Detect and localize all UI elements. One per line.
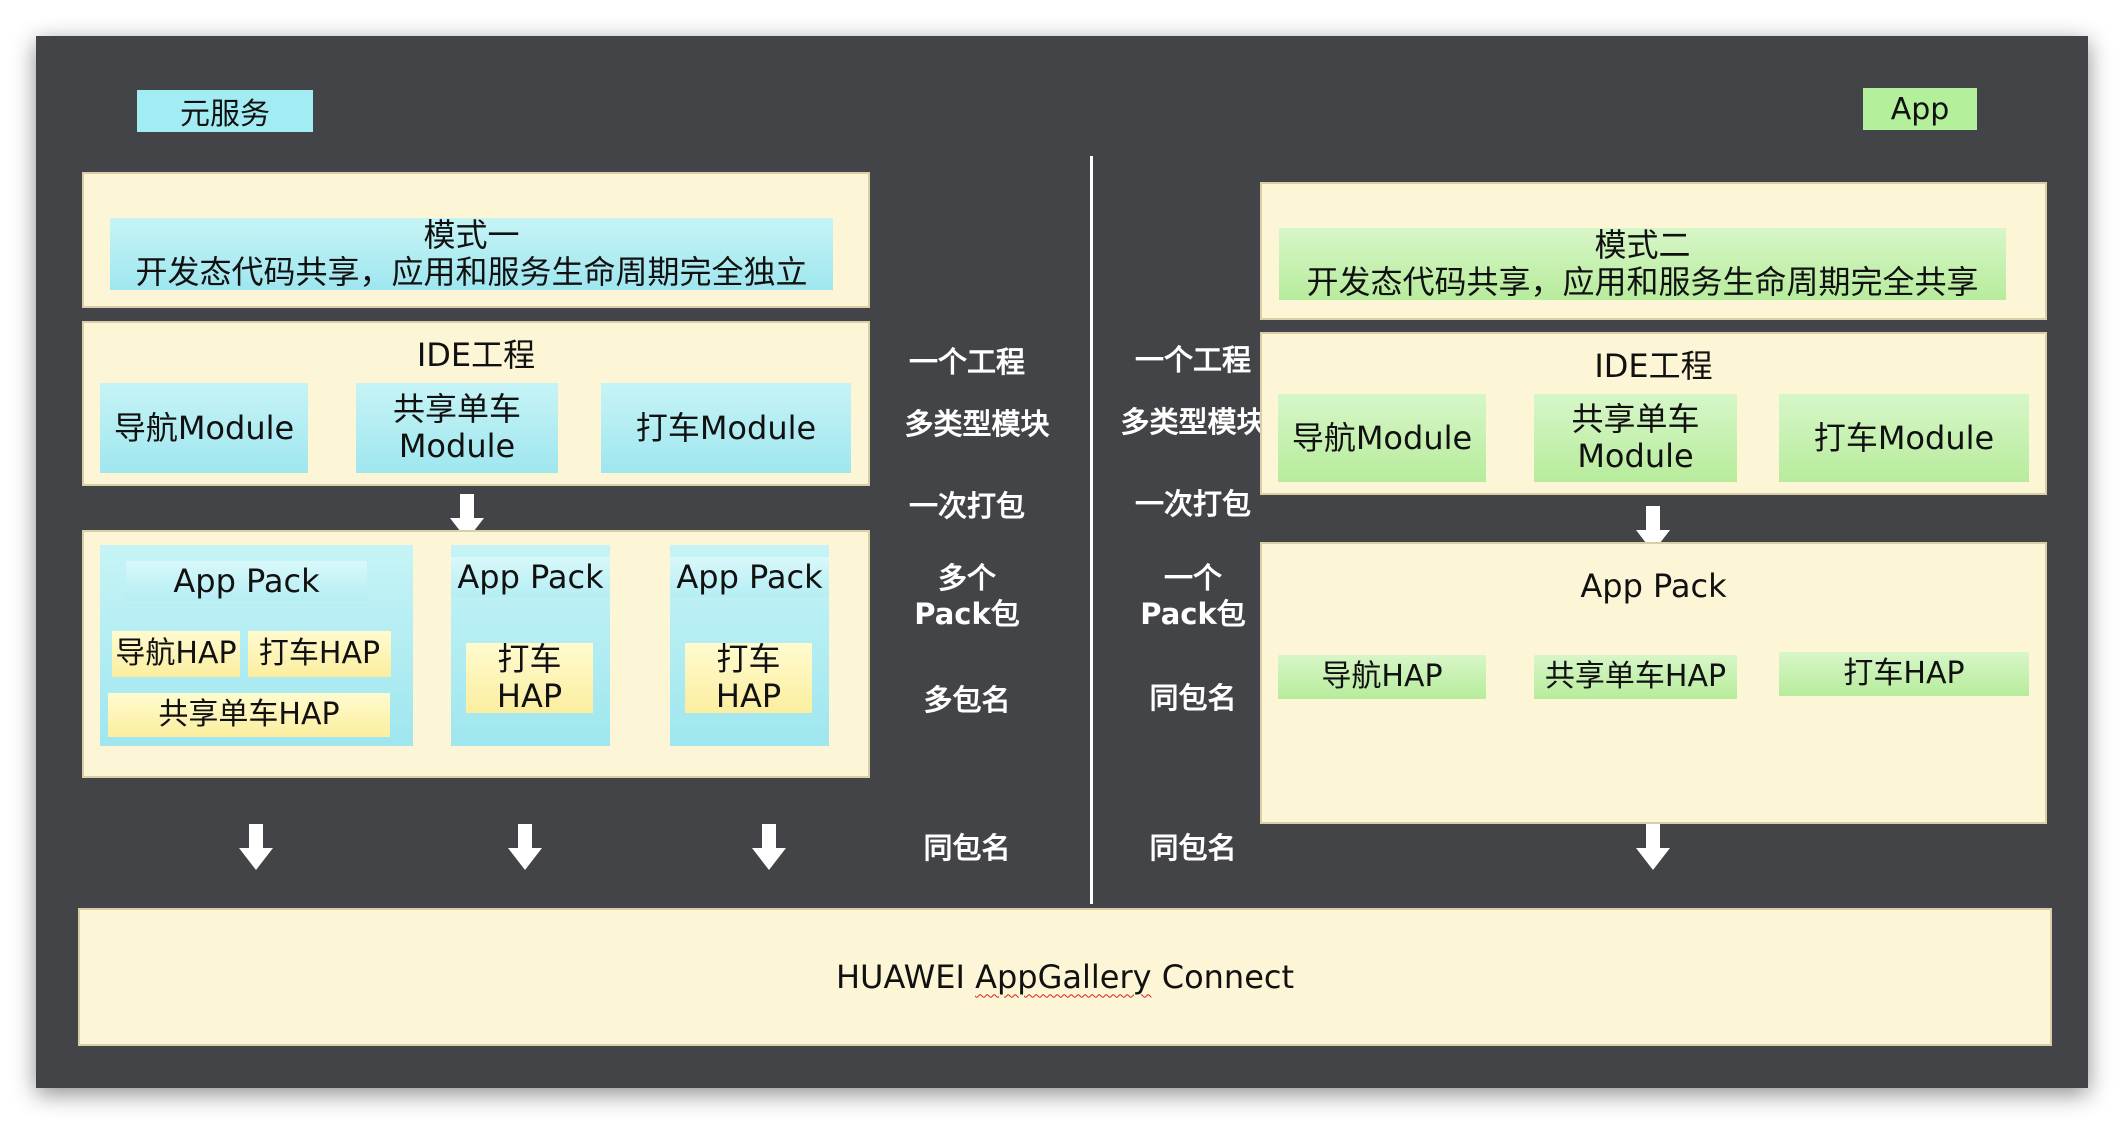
left-label-build: 一次打包 [908,489,1025,523]
right-module-taxi-label: 打车Module [1813,418,1995,457]
appgallery-connect-panel: HUAWEI AppGallery Connect [78,908,2052,1046]
left-pack-2-hap-label-2: HAP [496,677,563,715]
right-mode-banner: 模式二 开发态代码共享，应用和服务生命周期完全共享 [1279,226,2006,301]
left-module-share: 共享单车 Module [356,383,558,473]
right-module-share-label-2: Module [1577,437,1694,475]
left-label-bundle: 多包名 [923,683,1011,717]
left-pack-2: App Pack 打车 HAP [451,545,610,746]
left-label-same-bundle: 同包名 [923,831,1011,865]
right-pack-title: App Pack [1262,566,2045,606]
right-module-nav: 导航Module [1278,394,1486,482]
right-module-share: 共享单车 Module [1534,394,1737,482]
right-pack-share-hap: 共享单车HAP [1534,655,1737,699]
left-pack-1-taxi-hap: 打车HAP [248,631,391,677]
right-label-build: 一次打包 [1134,487,1251,521]
right-label-pack-line-1: 一个 [1163,561,1222,595]
left-section-tag: 元服务 [137,90,313,132]
left-pack-1-title: App Pack [126,561,367,601]
left-pack-1-nav-hap: 导航HAP [112,631,240,677]
right-pack-taxi-hap-label: 打车HAP [1843,656,1965,691]
right-mode-description: 开发态代码共享，应用和服务生命周期完全共享 [1306,263,1979,301]
right-module-taxi: 打车Module [1779,394,2029,482]
right-pack-title-text: App Pack [1580,566,1727,605]
right-pack-nav-hap-label: 导航HAP [1321,659,1443,694]
left-pack-3-taxi-hap: 打车 HAP [685,640,812,715]
right-mode-title: 模式二 [1594,226,1691,264]
right-ide-panel: IDE工程 导航Module 共享单车 Module 打车Module [1260,332,2047,495]
left-ide-panel: IDE工程 导航Module 共享单车 Module 打车Module [82,321,870,486]
left-pack-3-title-text: App Pack [676,557,823,596]
appgallery-connect-prefix: HUAWEI [835,957,976,996]
left-label-packs-line-2: Pack包 [914,597,1020,631]
left-pack-1-share-hap-label: 共享单车HAP [158,697,340,732]
right-section-tag-text: App [1890,91,1950,127]
right-pack-nav-hap: 导航HAP [1278,655,1486,699]
left-pack-3-title: App Pack [670,557,829,597]
left-packs-panel: App Pack 导航HAP 打车HAP 共享单车HAP App Pack 打车… [82,530,870,778]
left-mode-description: 开发态代码共享，应用和服务生命周期完全独立 [135,253,808,291]
left-module-nav: 导航Module [100,383,308,473]
appgallery-connect-underlined: AppGallery [975,957,1152,996]
left-pack-2-taxi-hap: 打车 HAP [466,640,593,715]
right-pack-panel: App Pack 导航HAP 共享单车HAP 打车HAP [1260,542,2047,824]
left-pack-3-hap-label-1: 打车 [716,640,781,678]
left-label-modules: 多类型模块 [904,407,1050,441]
right-ide-title-text: IDE工程 [1594,346,1713,385]
left-pack-3-hap-label-2: HAP [715,677,782,715]
appgallery-connect-label: HUAWEI AppGallery Connect [835,957,1295,996]
left-pack-2-arrow-down-icon [508,824,542,870]
left-mode-title: 模式一 [423,216,520,254]
right-bottom-arrow-down-icon [1636,824,1670,870]
right-mode-panel: 模式二 开发态代码共享，应用和服务生命周期完全共享 [1260,182,2047,320]
left-module-share-label-1: 共享单车 [392,390,521,428]
left-label-packs-line-1: 多个 [937,561,996,595]
left-module-taxi: 打车Module [601,383,851,473]
right-label-same-bundle: 同包名 [1149,831,1237,865]
left-pack-2-hap-label-1: 打车 [497,640,562,678]
diagram-canvas: 元服务 模式一 开发态代码共享，应用和服务生命周期完全独立 IDE工程 导航Mo… [36,36,2088,1088]
left-label-project: 一个工程 [908,345,1025,379]
left-mode-panel: 模式一 开发态代码共享，应用和服务生命周期完全独立 [82,172,870,308]
right-label-bundle: 同包名 [1149,681,1237,715]
left-label-packs: 多个 Pack包 [872,560,1062,632]
right-label-modules: 多类型模块 [1120,405,1266,439]
right-label-pack: 一个 Pack包 [1098,560,1288,632]
left-pack-1-title-text: App Pack [173,561,320,600]
left-section-tag-text: 元服务 [180,97,270,132]
right-label-pack-line-2: Pack包 [1140,597,1246,631]
left-pack-1-nav-hap-label: 导航HAP [115,636,237,671]
left-pack-1-arrow-down-icon [239,824,273,870]
right-pack-taxi-hap: 打车HAP [1779,652,2029,696]
right-section-tag: App [1863,88,1977,130]
left-module-nav-label: 导航Module [113,408,295,447]
right-module-nav-label: 导航Module [1291,418,1473,457]
left-pack-3-arrow-down-icon [752,824,786,870]
left-pack-1: App Pack 导航HAP 打车HAP 共享单车HAP [100,545,413,746]
appgallery-connect-suffix: Connect [1151,957,1295,996]
right-pack-share-hap-label: 共享单车HAP [1544,659,1727,694]
left-pack-3: App Pack 打车 HAP [670,545,829,746]
left-ide-title-text: IDE工程 [416,335,536,374]
left-ide-title: IDE工程 [84,335,868,375]
left-pack-1-taxi-hap-label: 打车HAP [258,636,381,671]
left-module-share-label-2: Module [398,427,516,465]
right-ide-title: IDE工程 [1262,346,2045,386]
center-divider [1090,156,1093,904]
left-module-taxi-label: 打车Module [635,408,817,447]
right-label-project: 一个工程 [1134,343,1251,377]
left-pack-1-share-hap: 共享单车HAP [108,693,390,737]
left-pack-2-title: App Pack [451,557,610,597]
left-mode-banner: 模式一 开发态代码共享，应用和服务生命周期完全独立 [110,216,833,291]
right-module-share-label-1: 共享单车 [1571,400,1700,438]
left-pack-2-title-text: App Pack [457,557,604,596]
